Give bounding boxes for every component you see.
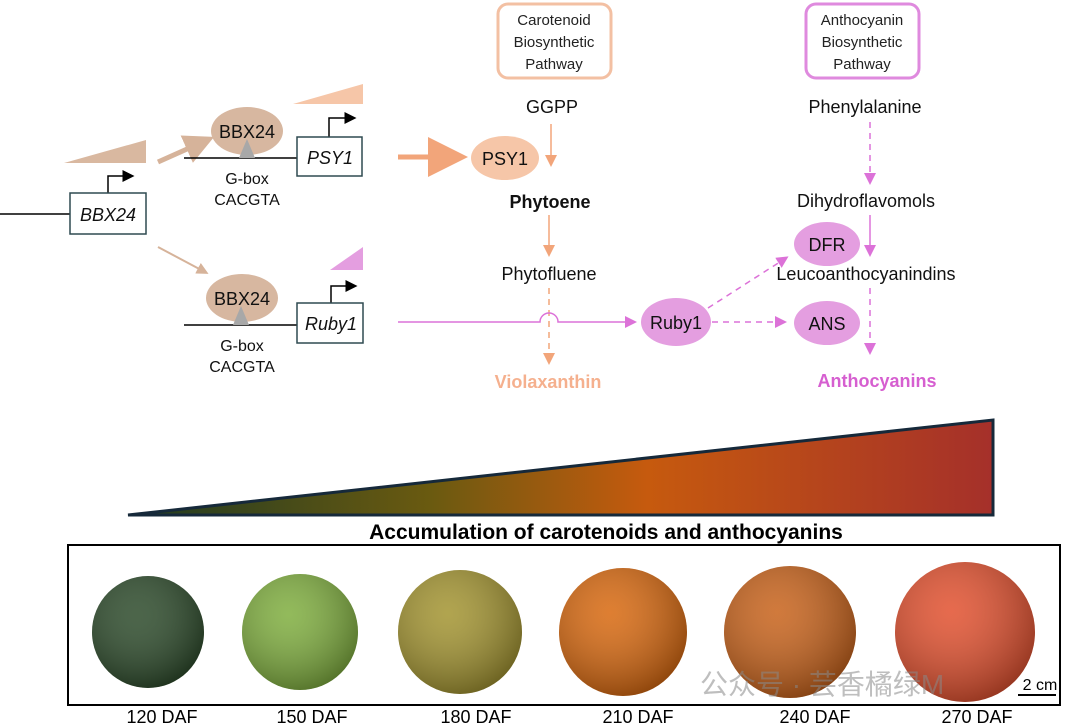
gbox-triangle-icon (233, 306, 249, 325)
psy1-gene-label: PSY1 (307, 148, 353, 168)
ruby1-expression-wedge (330, 247, 363, 270)
fruit-stage-label: 120 DAF (126, 707, 197, 726)
ruby1-protein (641, 298, 711, 346)
fruit-stage-label: 210 DAF (602, 707, 673, 726)
carotenoid-label-3: Pathway (525, 56, 583, 73)
carotenoid-label-1: Carotenoid (517, 12, 590, 29)
bbx24-expression-wedge (64, 140, 146, 163)
promoter-arrow-icon (328, 112, 357, 137)
motif-label: CACGTA (214, 192, 280, 209)
leucoanthocyanidins-label: Leucoanthocyanindins (776, 264, 955, 284)
phytoene-label: Phytoene (509, 192, 590, 212)
arrow-to-bbx24-psy1 (156, 135, 215, 165)
fruit-shading (242, 574, 358, 690)
ruby1-to-dfr-arrow (707, 256, 789, 309)
gbox-triangle-icon (239, 139, 255, 158)
ruby1-gene-box (296, 302, 364, 344)
gbox-label: G-box (220, 338, 264, 355)
anthocyanin-pathway-box: Anthocyanin Biosynthetic Pathway (804, 2, 921, 80)
fruit-shading (398, 570, 522, 694)
psy1-enzyme-label: PSY1 (482, 149, 528, 169)
anthocyanin-label-3: Pathway (833, 56, 891, 73)
watermark: 公众号 · 芸香橘绿M (700, 669, 944, 700)
bbx24-gene-box (69, 192, 147, 235)
anthocyanins-label: Anthocyanins (817, 371, 936, 391)
phenylalanine-label: Phenylalanine (808, 97, 921, 117)
fruit-shading (559, 568, 687, 696)
bbx24-protein-label: BBX24 (219, 122, 275, 142)
bbx24-gene-label: BBX24 (80, 205, 136, 225)
bbx24-protein (206, 274, 278, 322)
accumulation-gradient-wedge (127, 418, 995, 517)
psy1-gene-box (296, 136, 363, 177)
psy1-enzyme (471, 136, 539, 180)
carotenoid-pathway-box: Carotenoid Biosynthetic Pathway (496, 2, 613, 80)
ans-label: ANS (808, 314, 845, 334)
gbox-label: G-box (225, 171, 269, 188)
ruby1-protein-label: Ruby1 (650, 313, 702, 333)
accumulation-title: Accumulation of carotenoids and anthocya… (369, 521, 843, 544)
motif-label: CACGTA (209, 359, 275, 376)
dfr-label: DFR (809, 235, 846, 255)
psy1-expression-wedge (293, 84, 363, 104)
bbx24-protein-label: BBX24 (214, 289, 270, 309)
ruby1-gene-label: Ruby1 (305, 314, 357, 334)
promoter-arrow-icon (107, 170, 135, 193)
anthocyanin-label-2: Biosynthetic (822, 34, 903, 51)
dfr-enzyme (794, 222, 860, 266)
arrow-to-bbx24-ruby1 (157, 246, 209, 274)
ruby1-induction-arrow (398, 312, 637, 328)
bbx24-protein (211, 107, 283, 155)
ans-enzyme (794, 301, 860, 345)
fruit-stage-label: 150 DAF (276, 707, 347, 726)
fruit-stage-label: 270 DAF (941, 707, 1012, 726)
promoter-arrow-icon (330, 280, 358, 303)
violaxanthin-label: Violaxanthin (495, 372, 602, 392)
ggpp-label: GGPP (526, 97, 578, 117)
phytofluene-label: Phytofluene (501, 264, 596, 284)
scale-bar-label: 2 cm (1023, 677, 1058, 694)
fruit-stage-label: 240 DAF (779, 707, 850, 726)
fruit-shading (724, 566, 856, 698)
carotenoid-label-2: Biosynthetic (514, 34, 595, 51)
dihydroflavonols-label: Dihydroflavomols (797, 191, 935, 211)
fruit-shading (92, 576, 204, 688)
fruit-series: 120 DAF 150 DAF 180 DAF 210 DAF 240 DAF 270 D… (92, 562, 1035, 726)
anthocyanin-label-1: Anthocyanin (821, 12, 904, 29)
fruit-stage-label: 180 DAF (440, 707, 511, 726)
fruit-shading (895, 562, 1035, 702)
